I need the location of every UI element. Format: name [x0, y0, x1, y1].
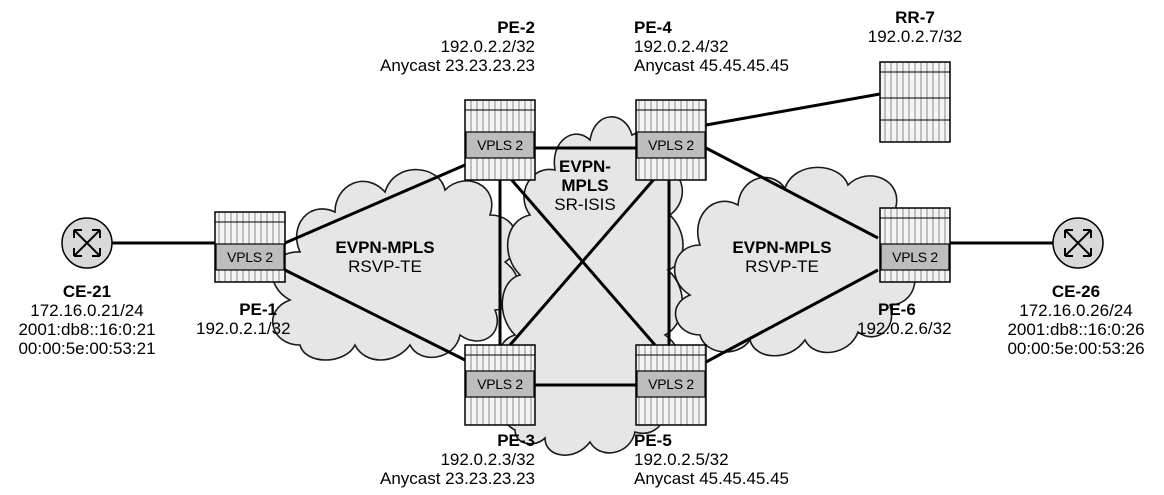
router-pe3	[464, 344, 536, 426]
router-pe6	[879, 207, 951, 283]
pe6-ip-label: 192.0.2.6/32	[857, 319, 952, 338]
cloud-left	[271, 168, 519, 361]
rr7-name: RR-7	[895, 8, 935, 27]
pe4-label: PE-4 192.0.2.4/32 Anycast 45.45.45.45	[634, 18, 789, 75]
pe3-label: PE-3 192.0.2.3/32 Anycast 23.23.23.23	[380, 431, 535, 488]
pe5-name: PE-5	[634, 431, 672, 450]
pe2-name: PE-2	[497, 18, 535, 37]
ce26-label: CE-26 172.16.0.26/24 2001:db8::16:0:26 0…	[990, 282, 1162, 358]
pe5-vpls-label: VPLS 2	[648, 376, 694, 392]
pe1-name: PE-1	[239, 300, 277, 319]
pe5-anycast: Anycast 45.45.45.45	[634, 469, 790, 488]
pe6-vpls-label: VPLS 2	[892, 249, 938, 265]
pe1-label: PE-1	[239, 300, 277, 319]
pe4-anycast: Anycast 45.45.45.45	[634, 56, 790, 75]
ce21-name: CE-21	[62, 282, 112, 301]
cloud-left-subtitle: RSVP-TE	[348, 257, 422, 276]
cloud-right-label: EVPN-MPLS RSVP-TE	[722, 238, 842, 276]
links	[112, 92, 1055, 387]
pe3-vpls-label: VPLS 2	[477, 376, 523, 392]
pe1-ip: 192.0.2.1/32	[196, 319, 291, 338]
pe3-name: PE-3	[497, 431, 535, 450]
ce21-ipv4: 172.16.0.21/24	[30, 301, 144, 320]
pe5-label: PE-5 192.0.2.5/32 Anycast 45.45.45.45	[634, 431, 789, 488]
pe4-name: PE-4	[634, 18, 672, 37]
router-pe5	[635, 344, 707, 426]
ce26-name: CE-26	[1051, 282, 1101, 301]
pe3-ip: 192.0.2.3/32	[440, 450, 535, 469]
pe2-vpls-label: VPLS 2	[477, 137, 523, 153]
ce26-ipv6: 2001:db8::16:0:26	[1007, 320, 1145, 339]
ce26-mac: 00:00:5e:00:53:26	[1007, 339, 1145, 358]
ce21-router-icon	[61, 217, 113, 269]
cloud-right-title: EVPN-MPLS	[732, 238, 832, 257]
cloud-left-title: EVPN-MPLS	[335, 238, 435, 257]
router-pe1	[214, 211, 286, 283]
cloud-middle-subtitle: SR-ISIS	[554, 195, 616, 214]
router-pe2	[464, 99, 536, 181]
router-rr7	[879, 61, 951, 143]
rr7-ip: 192.0.2.7/32	[867, 27, 963, 46]
pe1-ip-label: 192.0.2.1/32	[196, 319, 291, 338]
pe6-label: PE-6	[878, 300, 916, 319]
pe1-vpls-label: VPLS 2	[227, 249, 273, 265]
pe4-vpls-label: VPLS 2	[648, 137, 694, 153]
pe4-ip: 192.0.2.4/32	[634, 37, 729, 56]
cloud-middle-title-2: MPLS	[561, 176, 609, 195]
pe2-label: PE-2 192.0.2.2/32 Anycast 23.23.23.23	[380, 18, 535, 75]
pe2-ip: 192.0.2.2/32	[440, 37, 535, 56]
cloud-right	[673, 166, 919, 357]
ce21-ipv6: 2001:db8::16:0:21	[18, 320, 156, 339]
router-pe4	[635, 99, 707, 181]
pe6-ip: 192.0.2.6/32	[857, 319, 952, 338]
ce26-ipv4: 172.16.0.26/24	[1019, 301, 1133, 320]
cloud-right-subtitle: RSVP-TE	[745, 257, 819, 276]
cloud-middle-title-1: EVPN-	[559, 157, 611, 176]
ce21-mac: 00:00:5e:00:53:21	[18, 339, 156, 358]
pe6-name: PE-6	[878, 300, 916, 319]
ce26-router-icon	[1052, 217, 1104, 269]
pe3-anycast: Anycast 23.23.23.23	[379, 469, 535, 488]
pe5-ip: 192.0.2.5/32	[634, 450, 729, 469]
ce21-label: CE-21 172.16.0.21/24 2001:db8::16:0:21 0…	[2, 282, 172, 358]
cloud-left-label: EVPN-MPLS RSVP-TE	[325, 238, 445, 276]
cloud-middle-label: EVPN- MPLS SR-ISIS	[545, 157, 625, 214]
rr7-label: RR-7 192.0.2.7/32	[855, 8, 975, 46]
pe2-anycast: Anycast 23.23.23.23	[379, 56, 535, 75]
